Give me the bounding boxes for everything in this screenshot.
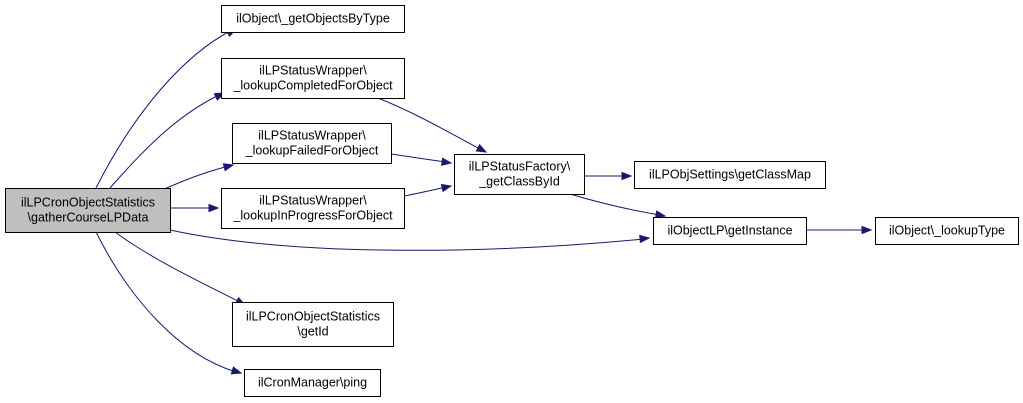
edge-lookupCompleted-to-getClassById xyxy=(377,97,488,153)
edge-line xyxy=(161,165,230,191)
arrowhead-icon xyxy=(621,171,633,181)
node-label: ilLPStatusWrapper\ xyxy=(258,129,366,143)
edge-root-to-getObjectsByType xyxy=(95,28,238,189)
edge-root-to-lookupFailed xyxy=(161,163,235,191)
node-box xyxy=(5,188,171,233)
edge-root-to-lookupCompleted xyxy=(109,92,226,189)
node-label: ilObject\_getObjectsByType xyxy=(236,12,390,26)
node-lookupInProgress[interactable]: ilLPStatusWrapper\_lookupInProgressForOb… xyxy=(221,188,405,229)
edge-root-to-ping xyxy=(95,231,243,375)
edge-line xyxy=(403,186,447,197)
edge-line xyxy=(114,231,241,303)
node-label: ilCronManager\ping xyxy=(258,376,367,390)
node-lookupFailed[interactable]: ilLPStatusWrapper\_lookupFailedForObject xyxy=(232,123,392,164)
node-getClassById[interactable]: ilLPStatusFactory\_getClassById xyxy=(454,154,585,195)
node-ping[interactable]: ilCronManager\ping xyxy=(244,369,381,397)
arrowhead-icon xyxy=(654,210,667,219)
node-box xyxy=(221,5,405,33)
node-label: ilLPStatusFactory\ xyxy=(469,160,571,174)
node-box xyxy=(232,302,394,347)
node-label: \gatherCourseLPData xyxy=(28,211,149,225)
arrowhead-icon xyxy=(861,225,873,235)
node-label: _lookupFailedForObject xyxy=(245,144,379,158)
node-root[interactable]: ilLPCronObjectStatistics\gatherCourseLPD… xyxy=(5,188,171,233)
node-box xyxy=(232,123,392,164)
node-label: ilLPStatusWrapper\ xyxy=(259,64,367,78)
node-label: ilLPCronObjectStatistics xyxy=(21,196,155,210)
edge-line xyxy=(95,231,237,373)
edge-lookupFailed-to-getClassById xyxy=(390,153,453,166)
nodes-layer: ilLPCronObjectStatistics\gatherCourseLPD… xyxy=(5,5,1019,397)
arrowhead-icon xyxy=(475,143,488,153)
edge-line xyxy=(377,97,483,151)
node-getClassMap[interactable]: ilLPObjSettings\getClassMap xyxy=(634,161,826,189)
edge-lookupInProgress-to-getClassById xyxy=(403,183,453,197)
node-box xyxy=(221,58,405,99)
node-label: ilLPCronObjectStatistics xyxy=(246,310,380,324)
node-getInstance[interactable]: ilObjectLP\getInstance xyxy=(653,217,807,245)
edge-line xyxy=(390,153,447,163)
edge-root-to-lookupInProgress xyxy=(170,203,220,213)
edges-layer xyxy=(95,28,873,375)
edge-line xyxy=(95,29,233,189)
node-lookupCompleted[interactable]: ilLPStatusWrapper\_lookupCompletedForObj… xyxy=(221,58,405,99)
node-label: ilLPObjSettings\getClassMap xyxy=(649,168,811,182)
arrowhead-icon xyxy=(441,157,453,166)
arrowhead-icon xyxy=(222,163,235,172)
arrowhead-icon xyxy=(639,234,651,244)
node-box xyxy=(244,369,381,397)
edge-getClassById-to-getInstance xyxy=(569,193,667,219)
arrowhead-icon xyxy=(230,366,243,375)
arrowhead-icon xyxy=(440,183,453,193)
node-label: ilObject\_lookupType xyxy=(889,224,1005,238)
node-lookupType[interactable]: ilObject\_lookupType xyxy=(875,217,1019,245)
edge-line xyxy=(169,229,645,251)
node-box xyxy=(875,217,1019,245)
node-label: \getId xyxy=(297,325,328,339)
arrowhead-icon xyxy=(208,203,220,213)
node-box xyxy=(221,188,405,229)
node-getObjectsByType[interactable]: ilObject\_getObjectsByType xyxy=(221,5,405,33)
node-label: _lookupInProgressForObject xyxy=(232,209,393,223)
node-getId[interactable]: ilLPCronObjectStatistics\getId xyxy=(232,302,394,347)
edge-getInstance-to-lookupType xyxy=(806,225,873,235)
node-box xyxy=(653,217,807,245)
edge-root-to-getInstance xyxy=(169,229,651,251)
edge-line xyxy=(109,94,220,189)
node-label: _lookupCompletedForObject xyxy=(232,79,393,93)
edge-getClassById-to-getClassMap xyxy=(584,171,633,181)
node-label: ilLPStatusWrapper\ xyxy=(259,194,367,208)
node-box xyxy=(454,154,585,195)
edge-line xyxy=(569,193,661,216)
node-label: ilObjectLP\getInstance xyxy=(667,224,792,238)
node-label: _getClassById xyxy=(478,175,560,189)
node-box xyxy=(634,161,826,189)
